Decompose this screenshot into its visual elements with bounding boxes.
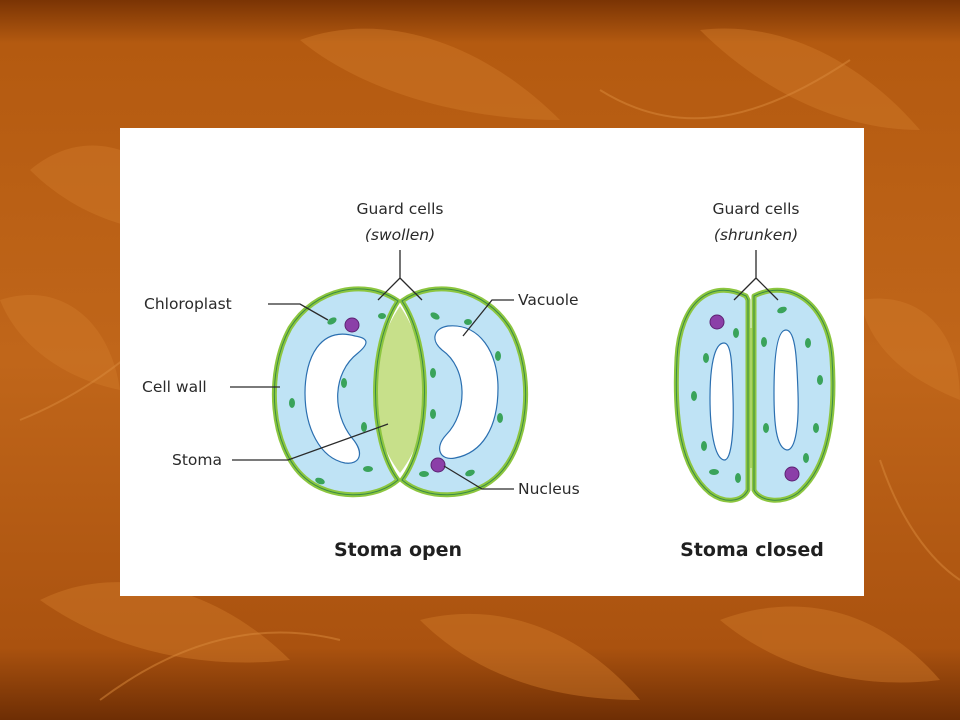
chloroplast-leader	[268, 303, 329, 321]
guard-cells-state-closed: (shrunken)	[714, 226, 798, 244]
leaf-pattern	[0, 28, 960, 700]
guard-cells-leader-closed	[733, 250, 779, 301]
nucleus-leader	[443, 465, 514, 490]
chloroplasts-open	[289, 312, 503, 485]
stoma-label: Stoma	[172, 451, 222, 469]
nucleus-closed-left	[709, 314, 725, 330]
guard-cells-state-open: (swollen)	[365, 226, 435, 244]
diagram-panel: Guard cells (swollen) Chloroplast Vacuol…	[120, 128, 864, 596]
vacuole-left	[304, 333, 367, 464]
guard-cells-label-open: Guard cells	[357, 200, 444, 218]
nucleus-closed-right	[784, 466, 800, 482]
guard-cells-label-closed: Guard cells	[713, 200, 800, 218]
vacuole-closed-left	[709, 342, 734, 461]
guard-cells-leader-open	[377, 250, 423, 301]
vacuole-closed-right	[773, 329, 799, 451]
chloroplasts-closed	[691, 306, 823, 483]
nucleus-left	[344, 317, 360, 333]
chloroplast-label: Chloroplast	[144, 295, 232, 313]
stomata-diagram: Guard cells (swollen) Chloroplast Vacuol…	[142, 200, 836, 561]
stoma-closed-title: Stoma closed	[680, 539, 824, 561]
stoma-closed-figure	[673, 287, 836, 503]
cell-wall-label: Cell wall	[142, 378, 207, 396]
stoma-leader	[232, 423, 389, 461]
vacuole-leader	[462, 299, 514, 337]
stoma-open-title: Stoma open	[334, 539, 462, 561]
vacuole-label: Vacuole	[518, 291, 579, 309]
nucleus-right	[430, 457, 446, 473]
stoma-pore	[373, 306, 427, 473]
stoma-open-figure	[271, 286, 529, 498]
nucleus-label: Nucleus	[518, 480, 580, 498]
vacuole-right	[434, 325, 499, 460]
